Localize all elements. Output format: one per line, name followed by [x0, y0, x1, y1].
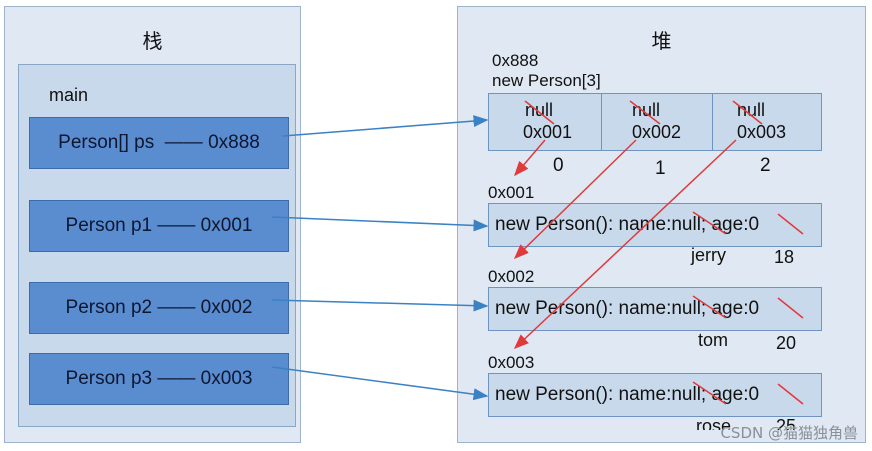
main-frame-label: main: [49, 85, 89, 105]
person-age-value: 18: [774, 247, 795, 267]
heap-title: 堆: [651, 29, 672, 53]
person-name-value: rose: [696, 416, 732, 430]
array-index: 1: [655, 158, 666, 179]
array-cell: null 0x001: [489, 94, 601, 150]
arrow-p3-to-object: [271, 366, 489, 401]
arrow-p2-to-object: [271, 299, 489, 312]
person-name-value: jerry: [691, 245, 726, 265]
person-object-box: new Person(): name:null; age:0: [488, 373, 822, 417]
array-box: null 0x001 null 0x002 null 0x003: [488, 93, 822, 151]
arrow-p1-to-object: [271, 216, 489, 232]
person-name-value: tom: [698, 330, 729, 350]
cell-value: 0x001: [523, 122, 573, 142]
array-index: 2: [760, 155, 771, 176]
cell-value: 0x002: [632, 122, 682, 142]
array-address: 0x888: [492, 51, 539, 70]
object-address: 0x003: [488, 353, 535, 372]
cell-value: 0x003: [737, 122, 787, 142]
array-cell: null 0x002: [601, 94, 712, 150]
person-object-box: new Person(): name:null; age:0: [488, 287, 822, 331]
array-label: new Person[3]: [492, 71, 601, 90]
person-object-box: new Person(): name:null; age:0: [488, 203, 822, 247]
watermark: CSDN @猫猫独角兽: [720, 424, 858, 442]
array-index: 0: [553, 155, 564, 176]
array-cell: null 0x003: [712, 94, 821, 150]
stack-var-p2: Person p2 —— 0x002: [29, 282, 289, 334]
person-age-value: 25: [776, 416, 797, 430]
main-frame: main Person[] ps —— 0x888 Person p1 —— 0…: [18, 64, 296, 427]
stack-title: 栈: [142, 29, 163, 53]
heap-panel: 堆 0x888 new Person[3] null 0x001 null 0x…: [457, 6, 866, 443]
cell-old-value: null: [737, 100, 766, 120]
object-address: 0x002: [488, 267, 535, 286]
stack-var-p3: Person p3 —— 0x003: [29, 353, 289, 405]
stack-var-ps: Person[] ps —— 0x888: [29, 117, 289, 169]
cell-old-value: null: [632, 100, 661, 120]
person-age-value: 20: [776, 333, 797, 353]
object-address: 0x001: [488, 183, 535, 202]
cell-old-value: null: [525, 100, 554, 120]
stack-panel: 栈 main Person[] ps —— 0x888 Person p1 ——…: [4, 6, 301, 443]
stack-var-p1: Person p1 —— 0x001: [29, 200, 289, 252]
